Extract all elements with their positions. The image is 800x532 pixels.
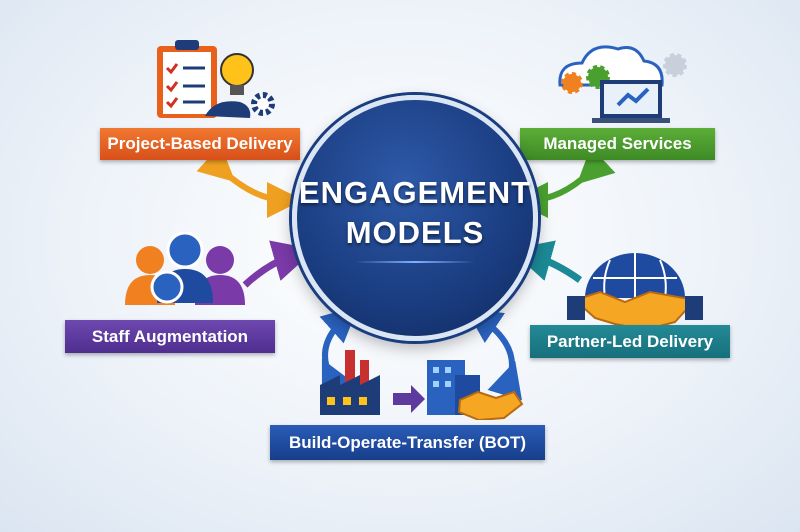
clipboard-lightbulb-icon	[157, 40, 275, 118]
banner-project-based-delivery: Project-Based Delivery	[100, 128, 300, 160]
banner-build-operate-transfer: Build-Operate-Transfer (BOT)	[270, 425, 545, 460]
banner-staff-augmentation: Staff Augmentation	[65, 320, 275, 353]
banner-label: Staff Augmentation	[91, 326, 249, 346]
arrow-project	[196, 144, 303, 218]
banner-label: Partner-Led Delivery	[546, 331, 714, 351]
arrow-partner	[509, 240, 583, 283]
arrow-bot-right	[465, 307, 523, 401]
arrow-bot-left	[319, 305, 359, 400]
arrow-staff	[242, 240, 316, 288]
banner-label: Project-Based Delivery	[107, 134, 293, 153]
hub-title-line1: ENGAGEMENT	[298, 175, 532, 210]
engagement-models-hub: ENGAGEMENT MODELS	[292, 95, 538, 341]
arrow-managed	[512, 146, 616, 218]
banner-label: Managed Services	[543, 134, 692, 153]
banner-label: Build-Operate-Transfer (BOT)	[288, 432, 527, 452]
cloud-laptop-icon	[558, 45, 687, 123]
hub-title-line2: MODELS	[345, 215, 485, 250]
people-icon	[125, 231, 245, 305]
globe-handshake-icon	[567, 253, 703, 332]
factory-handshake-icon	[320, 350, 524, 420]
hub-divider	[355, 261, 475, 263]
banner-managed-services: Managed Services	[520, 128, 715, 160]
banner-partner-led-delivery: Partner-Led Delivery	[530, 325, 730, 358]
